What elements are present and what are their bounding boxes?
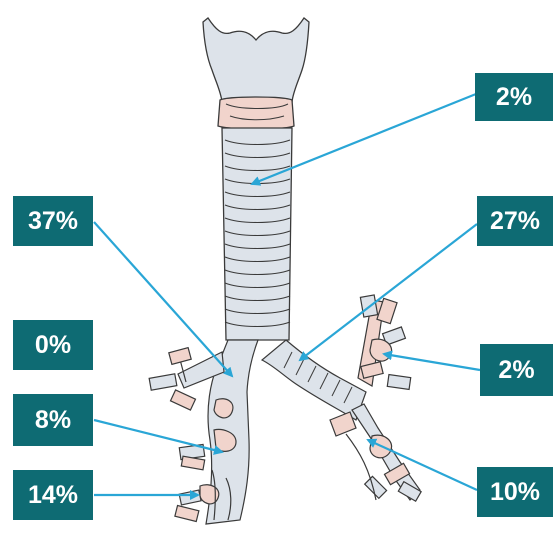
label-right-middle: 8% — [13, 394, 93, 446]
larynx — [203, 18, 309, 129]
label-trachea: 2% — [475, 73, 553, 121]
arrow-left-lower — [368, 440, 477, 490]
label-left-lower: 10% — [477, 467, 553, 517]
right-bronchial-tree — [149, 340, 258, 524]
trachea — [222, 128, 292, 340]
label-right-main-bronchus: 37% — [13, 196, 93, 246]
label-left-main-bronchus: 27% — [477, 196, 553, 246]
arrow-right-main-bronchus — [94, 222, 232, 376]
label-right-lower: 14% — [13, 470, 93, 520]
label-right-upper: 0% — [13, 320, 93, 370]
arrow-left-upper — [384, 354, 480, 370]
arrow-right-middle — [94, 420, 222, 452]
label-left-upper: 2% — [480, 344, 553, 396]
